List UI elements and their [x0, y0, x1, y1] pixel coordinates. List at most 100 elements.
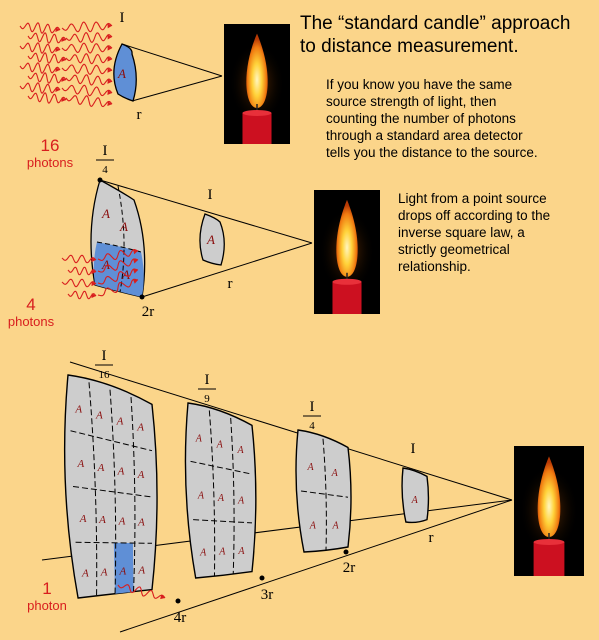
photon-wave-icon [97, 278, 139, 297]
photon-wave-icon [19, 62, 61, 74]
photon-wave-icon [67, 290, 97, 300]
vertex-dot [97, 177, 103, 183]
photon-count-number: 16 [40, 136, 60, 155]
explanation-paragraph: If you know you have the same source str… [326, 77, 538, 160]
photon-count-unit: photons [26, 155, 74, 170]
photon-arrowhead [160, 594, 165, 600]
photon-wave [65, 74, 113, 86]
photon-count-label-2: 4 photons [2, 296, 60, 330]
area-label: A [137, 469, 145, 481]
photon-arrowhead [61, 97, 66, 102]
photon-wave-icon [97, 268, 139, 285]
area-label: A [136, 422, 144, 434]
photon-wave-icon [27, 72, 67, 84]
diagram-title: The “standard candle” approach to distan… [300, 13, 571, 57]
photon-wave [61, 84, 113, 97]
area-label: A [77, 458, 85, 470]
photon-wave [19, 82, 61, 94]
area-label: A [119, 219, 128, 234]
detector-surface [184, 402, 257, 579]
photon-arrowhead [107, 34, 112, 40]
intensity-numerator: I [103, 143, 108, 159]
light-ray [131, 75, 223, 102]
candle-wax-top [533, 539, 565, 545]
photon-wave-icon [61, 42, 113, 54]
grid-line [300, 490, 349, 498]
photon-wave [97, 278, 139, 297]
intensity-numerator: I [205, 372, 210, 388]
grid-line [322, 438, 327, 550]
photon-wave-icon [61, 278, 97, 288]
photon-wave [117, 584, 166, 599]
photon-wave-icon [61, 21, 113, 33]
photon-arrowhead [133, 269, 138, 274]
intensity-denominator: 4 [309, 420, 315, 432]
photon-wave-icon [65, 74, 113, 86]
photon-arrowhead [107, 67, 112, 73]
vertex-dot [259, 575, 265, 581]
photon-wave-icon [97, 249, 139, 261]
photon-arrowhead [107, 101, 112, 106]
photon-arrowhead [61, 77, 66, 82]
area-label: A [217, 493, 225, 504]
photon-wave-icon [61, 84, 113, 97]
intensity-numerator: I [102, 348, 107, 364]
photon-arrowhead [91, 281, 96, 287]
distance-label: 4r [174, 610, 187, 626]
distance-label: 3r [261, 587, 274, 603]
area-label: A [237, 546, 245, 557]
photon-wave [97, 249, 139, 261]
photon-wave [67, 266, 97, 276]
candle-flame [246, 33, 268, 108]
candle-flame-icon [224, 24, 290, 144]
intensity-label: I [411, 441, 416, 457]
photon-count-number: 4 [26, 295, 36, 314]
grid-line [109, 389, 117, 594]
photon-arrowhead [107, 45, 112, 51]
distance-label: 2r [343, 560, 356, 576]
photon-wave-icon [27, 32, 67, 44]
photon-wave-icon [61, 63, 113, 76]
photon-arrowhead [133, 258, 138, 264]
photon-arrowhead [107, 79, 112, 84]
row-1-geometry: AIr [19, 10, 223, 123]
photon-wave-icon [65, 53, 113, 65]
intensity-fraction: I4 [96, 143, 114, 176]
detector-panel-r: A [401, 467, 430, 524]
photon-arrowhead [61, 57, 66, 62]
photon-wave-icon [19, 22, 61, 34]
area-label: A [119, 565, 127, 577]
photon-wave-icon [19, 42, 61, 54]
photon-wave [61, 254, 97, 264]
candle-flame [336, 199, 358, 277]
photon-count-unit: photon [27, 598, 67, 613]
area-label: A [74, 403, 82, 415]
area-label: A [101, 257, 110, 272]
photon-wave-icon [117, 584, 166, 600]
grid-line [130, 397, 136, 592]
photon-arrowhead [107, 23, 112, 29]
photon-wave [27, 52, 67, 64]
photon-wave [65, 95, 113, 108]
photon-count-label-3: 1 photon [22, 580, 72, 614]
photon-wave-icon [97, 258, 139, 273]
area-label: A [331, 521, 339, 532]
photon-count-label-1: 16 photons [22, 137, 78, 171]
detector-area-blue [113, 542, 134, 594]
detector-surface [199, 213, 225, 266]
distance-label: r [429, 530, 434, 546]
area-label: A [101, 206, 110, 221]
photon-arrowhead [55, 67, 60, 72]
vertex-dot [139, 294, 145, 300]
photon-wave [61, 63, 113, 76]
light-ray [119, 499, 513, 633]
photon-wave-icon [67, 266, 97, 276]
area-label: A [236, 445, 244, 456]
area-label: A [306, 462, 314, 473]
area-label: A [95, 409, 103, 421]
area-label: A [137, 517, 145, 529]
inverse-square-paragraph: Light from a point source drops off acco… [398, 191, 551, 274]
